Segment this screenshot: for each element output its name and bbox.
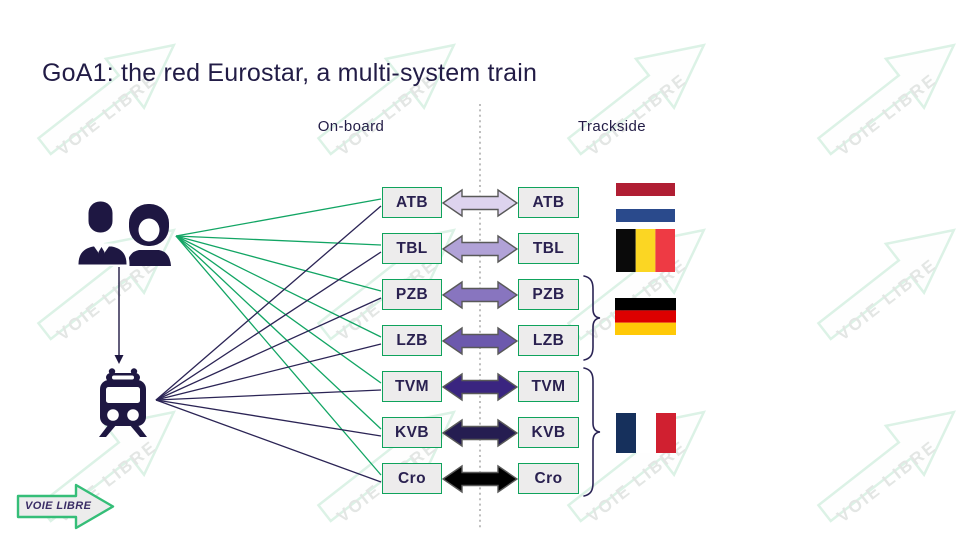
arrow-outline-icon [566,43,707,156]
driver-to-systems-lines [175,198,382,476]
germany-flag [615,298,676,335]
voie-libre-watermark: VOIE LIBRE [20,14,200,177]
belgium-flag [616,229,675,272]
voie-libre-watermark: VOIE LIBRE [800,199,960,362]
trackside-system-box: PZB [518,279,579,310]
driver-to-train-arrow [114,267,124,364]
arrow-outline-icon [316,43,457,156]
two-way-arrow-icon [442,418,518,448]
onboard-system-box: KVB [382,417,442,448]
voie-libre-watermark: VOIE LIBRE [800,381,960,540]
two-way-arrow-icon [442,464,518,494]
onboard-system-box: Cro [382,463,442,494]
voie-libre-watermark: VOIE LIBRE [550,14,730,177]
trackside-system-box: TVM [518,371,579,402]
voie-libre-watermark: VOIE LIBRE [800,14,960,177]
slide-title: GoA1: the red Eurostar, a multi-system t… [42,59,538,87]
onboard-system-box: ATB [382,187,442,218]
arrow-outline-icon [816,410,957,523]
logo-label: VOIE LIBRE [25,500,92,512]
logo-arrow-icon [16,483,115,530]
arrow-outline-icon [36,43,177,156]
two-way-arrow-icon [442,372,518,402]
arrow-outline-icon [816,228,957,341]
voie-libre-watermark: VOIE LIBRE [300,14,480,177]
trackside-system-box: LZB [518,325,579,356]
voie-libre-logo: VOIE LIBRE [16,483,116,530]
onboard-system-box: TVM [382,371,442,402]
trackside-system-box: Cro [518,463,579,494]
france-flag [616,413,676,453]
two-way-arrow-icon [442,234,518,264]
onboard-system-box: PZB [382,279,442,310]
train-to-systems-lines [155,205,382,483]
two-way-arrow-icon [442,188,518,218]
france-group-brace [583,367,601,497]
driver-crew-icon [75,198,171,266]
trackside-system-box: TBL [518,233,579,264]
netherlands-flag [616,183,675,222]
train-front-icon [99,368,147,437]
two-way-arrow-icon [442,326,518,356]
two-way-arrow-icon [442,280,518,310]
trackside-column-header: Trackside [577,118,647,135]
trackside-system-box: KVB [518,417,579,448]
onboard-system-box: TBL [382,233,442,264]
trackside-system-box: ATB [518,187,579,218]
arrow-outline-icon [816,43,957,156]
onboard-column-header: On-board [317,118,385,135]
onboard-system-box: LZB [382,325,442,356]
germany-group-brace [583,275,601,361]
